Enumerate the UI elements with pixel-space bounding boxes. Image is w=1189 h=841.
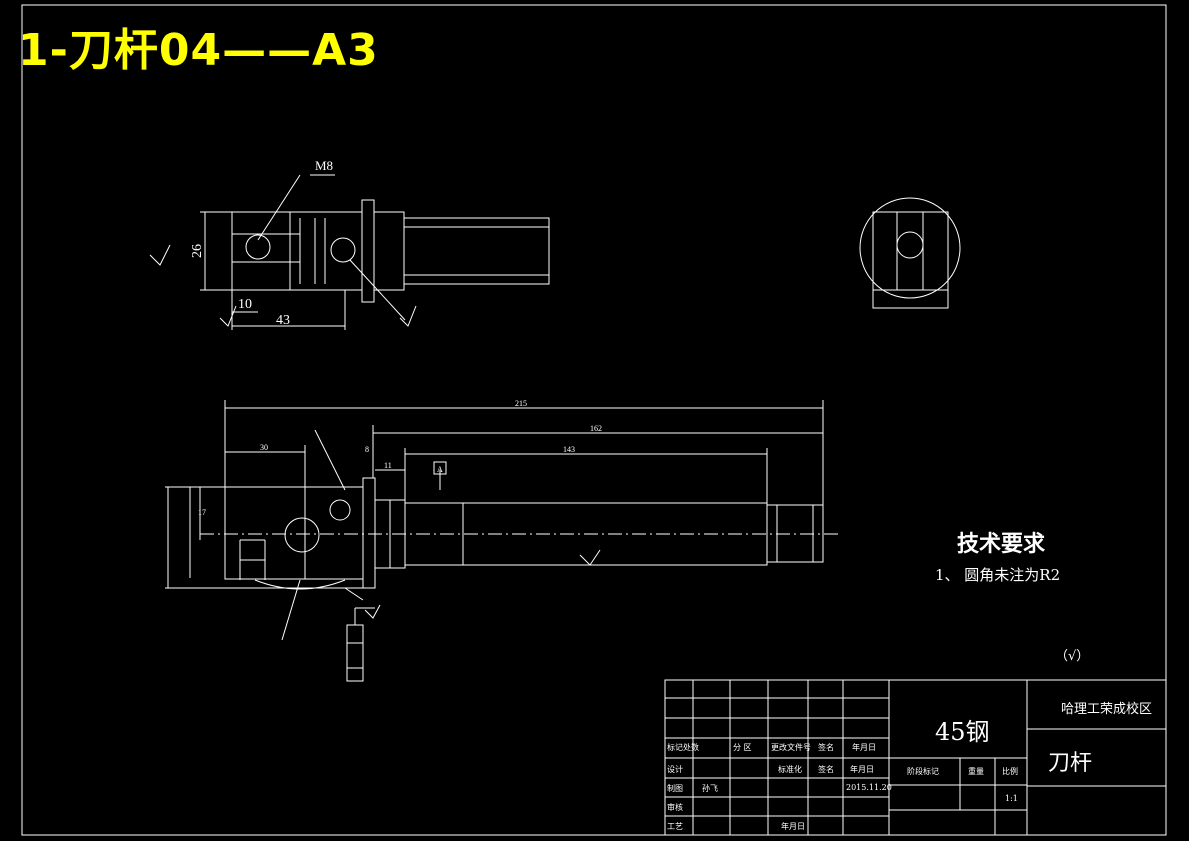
tb-date2: 年月日 xyxy=(850,765,874,774)
tb-stage: 阶段标记 xyxy=(907,767,939,776)
drawing-frame xyxy=(21,4,1167,836)
side-view xyxy=(859,197,961,309)
dim-162: 162 xyxy=(590,424,602,433)
tb-zone: 分 区 xyxy=(733,743,752,752)
tb-approve-date: 年月日 xyxy=(781,822,805,831)
top-view xyxy=(149,174,550,330)
dim-26: 26 xyxy=(190,244,205,258)
part-name-label: 刀杆 xyxy=(1048,751,1093,776)
dim-17: 17 xyxy=(198,508,206,517)
dim-m8: M8 xyxy=(315,158,333,173)
roughness-note: （√） xyxy=(1055,649,1090,664)
tb-scale: 比例 xyxy=(1002,767,1018,776)
sheet-title: 1-刀杆04——A3 xyxy=(18,25,379,76)
tb-standard: 标准化 xyxy=(778,765,802,774)
dim-10: 10 xyxy=(238,297,252,312)
tb-scale-value: 1:1 xyxy=(1005,794,1018,803)
material-label: 45钢 xyxy=(935,718,990,746)
dim-30: 30 xyxy=(260,443,268,452)
dim-43: 43 xyxy=(276,313,290,328)
tb-date: 年月日 xyxy=(852,743,876,752)
tb-mark: 标记处数 xyxy=(667,743,699,752)
tb-design: 设计 xyxy=(667,765,683,774)
front-view xyxy=(165,400,840,682)
tb-draw-date: 2015.11.20 xyxy=(846,783,892,792)
school-label: 哈理工荣成校区 xyxy=(1061,702,1153,717)
tb-drawing: 制图 xyxy=(667,784,683,793)
tb-check: 审核 xyxy=(667,803,683,812)
dimension-labels: M8 26 10 43 215 162 143 30 11 8 17 A xyxy=(190,158,602,517)
tb-sign2: 签名 xyxy=(818,765,834,774)
tb-drafter: 孙飞 xyxy=(702,784,718,793)
dim-11: 11 xyxy=(384,461,392,470)
dim-8: 8 xyxy=(365,445,369,454)
tech-requirement-item: 1、 圆角未注为R2 xyxy=(935,566,1061,584)
tb-process: 工艺 xyxy=(667,822,683,831)
dim-datum: A xyxy=(437,465,443,474)
dim-143: 143 xyxy=(563,445,575,454)
tb-weight: 重量 xyxy=(968,767,984,776)
title-block xyxy=(664,679,1167,836)
dim-215: 215 xyxy=(515,399,527,408)
tb-doc: 更改文件号 xyxy=(771,743,811,752)
tb-sign: 签名 xyxy=(818,743,834,752)
tech-requirements-heading: 技术要求 xyxy=(957,531,1046,557)
